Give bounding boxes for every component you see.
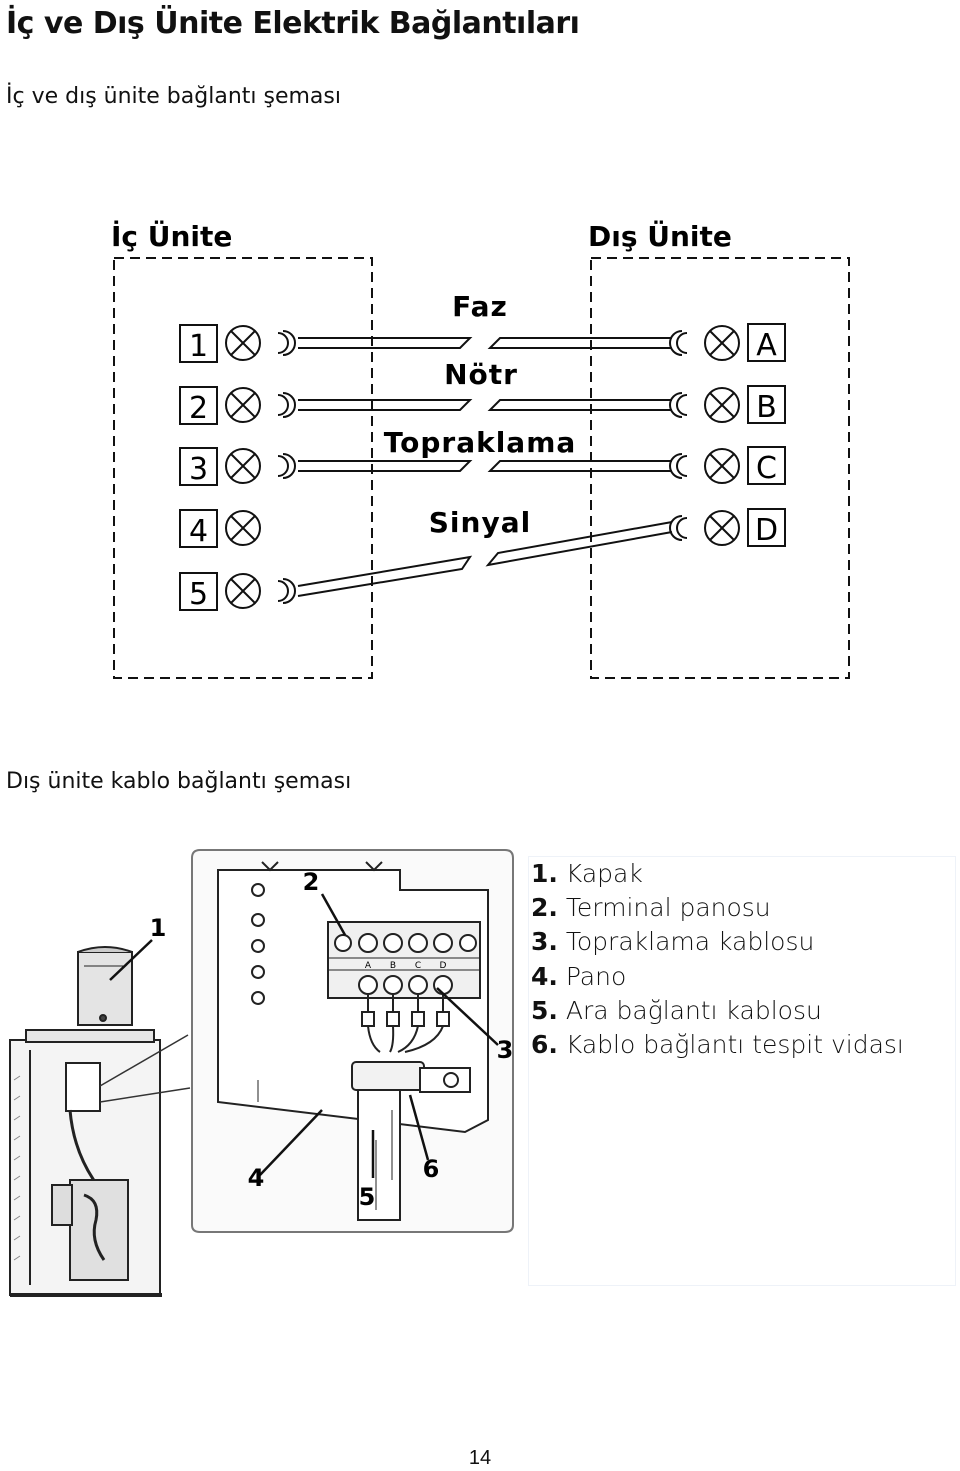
terminal-letter-b: B bbox=[390, 961, 396, 971]
legend-item: 2. Terminal panosu bbox=[531, 893, 771, 923]
wire-label-topraklama: Topraklama bbox=[384, 426, 577, 459]
outdoor-unit-label: Dış Ünite bbox=[588, 219, 732, 253]
indoor-terminal-3: 3 bbox=[179, 447, 261, 487]
outdoor-unit-box bbox=[590, 257, 850, 679]
callout-1: 1 bbox=[150, 914, 167, 942]
wire-label-sinyal: Sinyal bbox=[429, 506, 531, 539]
outdoor-terminal-a: A bbox=[704, 323, 786, 363]
terminal-letter-d: D bbox=[440, 961, 447, 971]
callout-5: 5 bbox=[359, 1183, 376, 1211]
indoor-terminal-1: 1 bbox=[179, 324, 261, 364]
terminal-letter-a: A bbox=[365, 961, 372, 971]
outdoor-terminal-c: C bbox=[704, 446, 786, 486]
cable-diagram: A B C D 1 2 3 4 5 6 bbox=[9, 849, 514, 1297]
indoor-terminal-label: 2 bbox=[189, 391, 208, 426]
wire-faz bbox=[298, 337, 672, 349]
wiring-diagram: İç Ünite Dış Ünite 1 2 3 4 5 A B bbox=[111, 219, 850, 679]
callout-leaders bbox=[109, 893, 499, 1178]
indoor-terminal-5: 5 bbox=[179, 572, 261, 612]
indoor-terminal-label: 3 bbox=[189, 452, 208, 487]
section-heading-wiring: İç ve dış ünite bağlantı şeması bbox=[6, 84, 341, 109]
callout-6: 6 bbox=[423, 1155, 440, 1183]
indoor-wire-hooks bbox=[277, 330, 296, 604]
legend-item: 4. Pano bbox=[531, 961, 627, 991]
indoor-terminal-label: 1 bbox=[189, 329, 208, 364]
legend-item: 5. Ara bağlantı kablosu bbox=[531, 995, 822, 1025]
indoor-terminal-label: 4 bbox=[189, 514, 208, 549]
wire-label-faz: Faz bbox=[452, 290, 508, 323]
legend-item: 3. Topraklama kablosu bbox=[531, 927, 815, 957]
page-number: 14 bbox=[468, 1447, 492, 1469]
wire-notr bbox=[298, 399, 672, 411]
indoor-terminal-4: 4 bbox=[179, 509, 261, 549]
indoor-unit-label: İç Ünite bbox=[111, 219, 232, 253]
cable-illustration bbox=[351, 995, 471, 1221]
outdoor-terminal-label: B bbox=[756, 390, 777, 425]
outdoor-wire-hooks bbox=[669, 330, 688, 541]
panel-enlargement bbox=[191, 849, 514, 1233]
legend-item: 1. Kapak bbox=[531, 859, 643, 888]
callout-4: 4 bbox=[248, 1164, 265, 1192]
indoor-terminal-2: 2 bbox=[179, 386, 261, 426]
outdoor-terminal-label: A bbox=[756, 328, 777, 363]
legend-item: 6. Kablo bağlantı tespit vidası bbox=[531, 1030, 904, 1060]
page-title: İç ve Dış Ünite Elektrik Bağlantıları bbox=[6, 6, 580, 41]
outdoor-terminal-label: C bbox=[756, 451, 777, 486]
wire-label-notr: Nötr bbox=[444, 358, 518, 391]
terminal-block bbox=[327, 921, 481, 999]
callout-2: 2 bbox=[303, 868, 320, 896]
parts-legend: 1. Kapak 2. Terminal panosu 3. Topraklam… bbox=[528, 856, 956, 1286]
callout-3: 3 bbox=[497, 1036, 514, 1064]
cover-illustration bbox=[77, 946, 133, 1026]
outdoor-terminal-d: D bbox=[704, 508, 786, 548]
wire-topraklama bbox=[298, 460, 672, 472]
outdoor-terminal-b: B bbox=[704, 385, 786, 425]
terminal-letter-c: C bbox=[415, 961, 421, 971]
indoor-unit-box bbox=[113, 257, 373, 679]
section-heading-cable: Dış ünite kablo bağlantı şeması bbox=[6, 769, 352, 794]
indoor-terminal-label: 5 bbox=[189, 577, 208, 612]
wire-sinyal bbox=[297, 521, 673, 597]
outdoor-terminal-label: D bbox=[755, 513, 778, 548]
outdoor-unit-illustration bbox=[9, 1029, 162, 1297]
